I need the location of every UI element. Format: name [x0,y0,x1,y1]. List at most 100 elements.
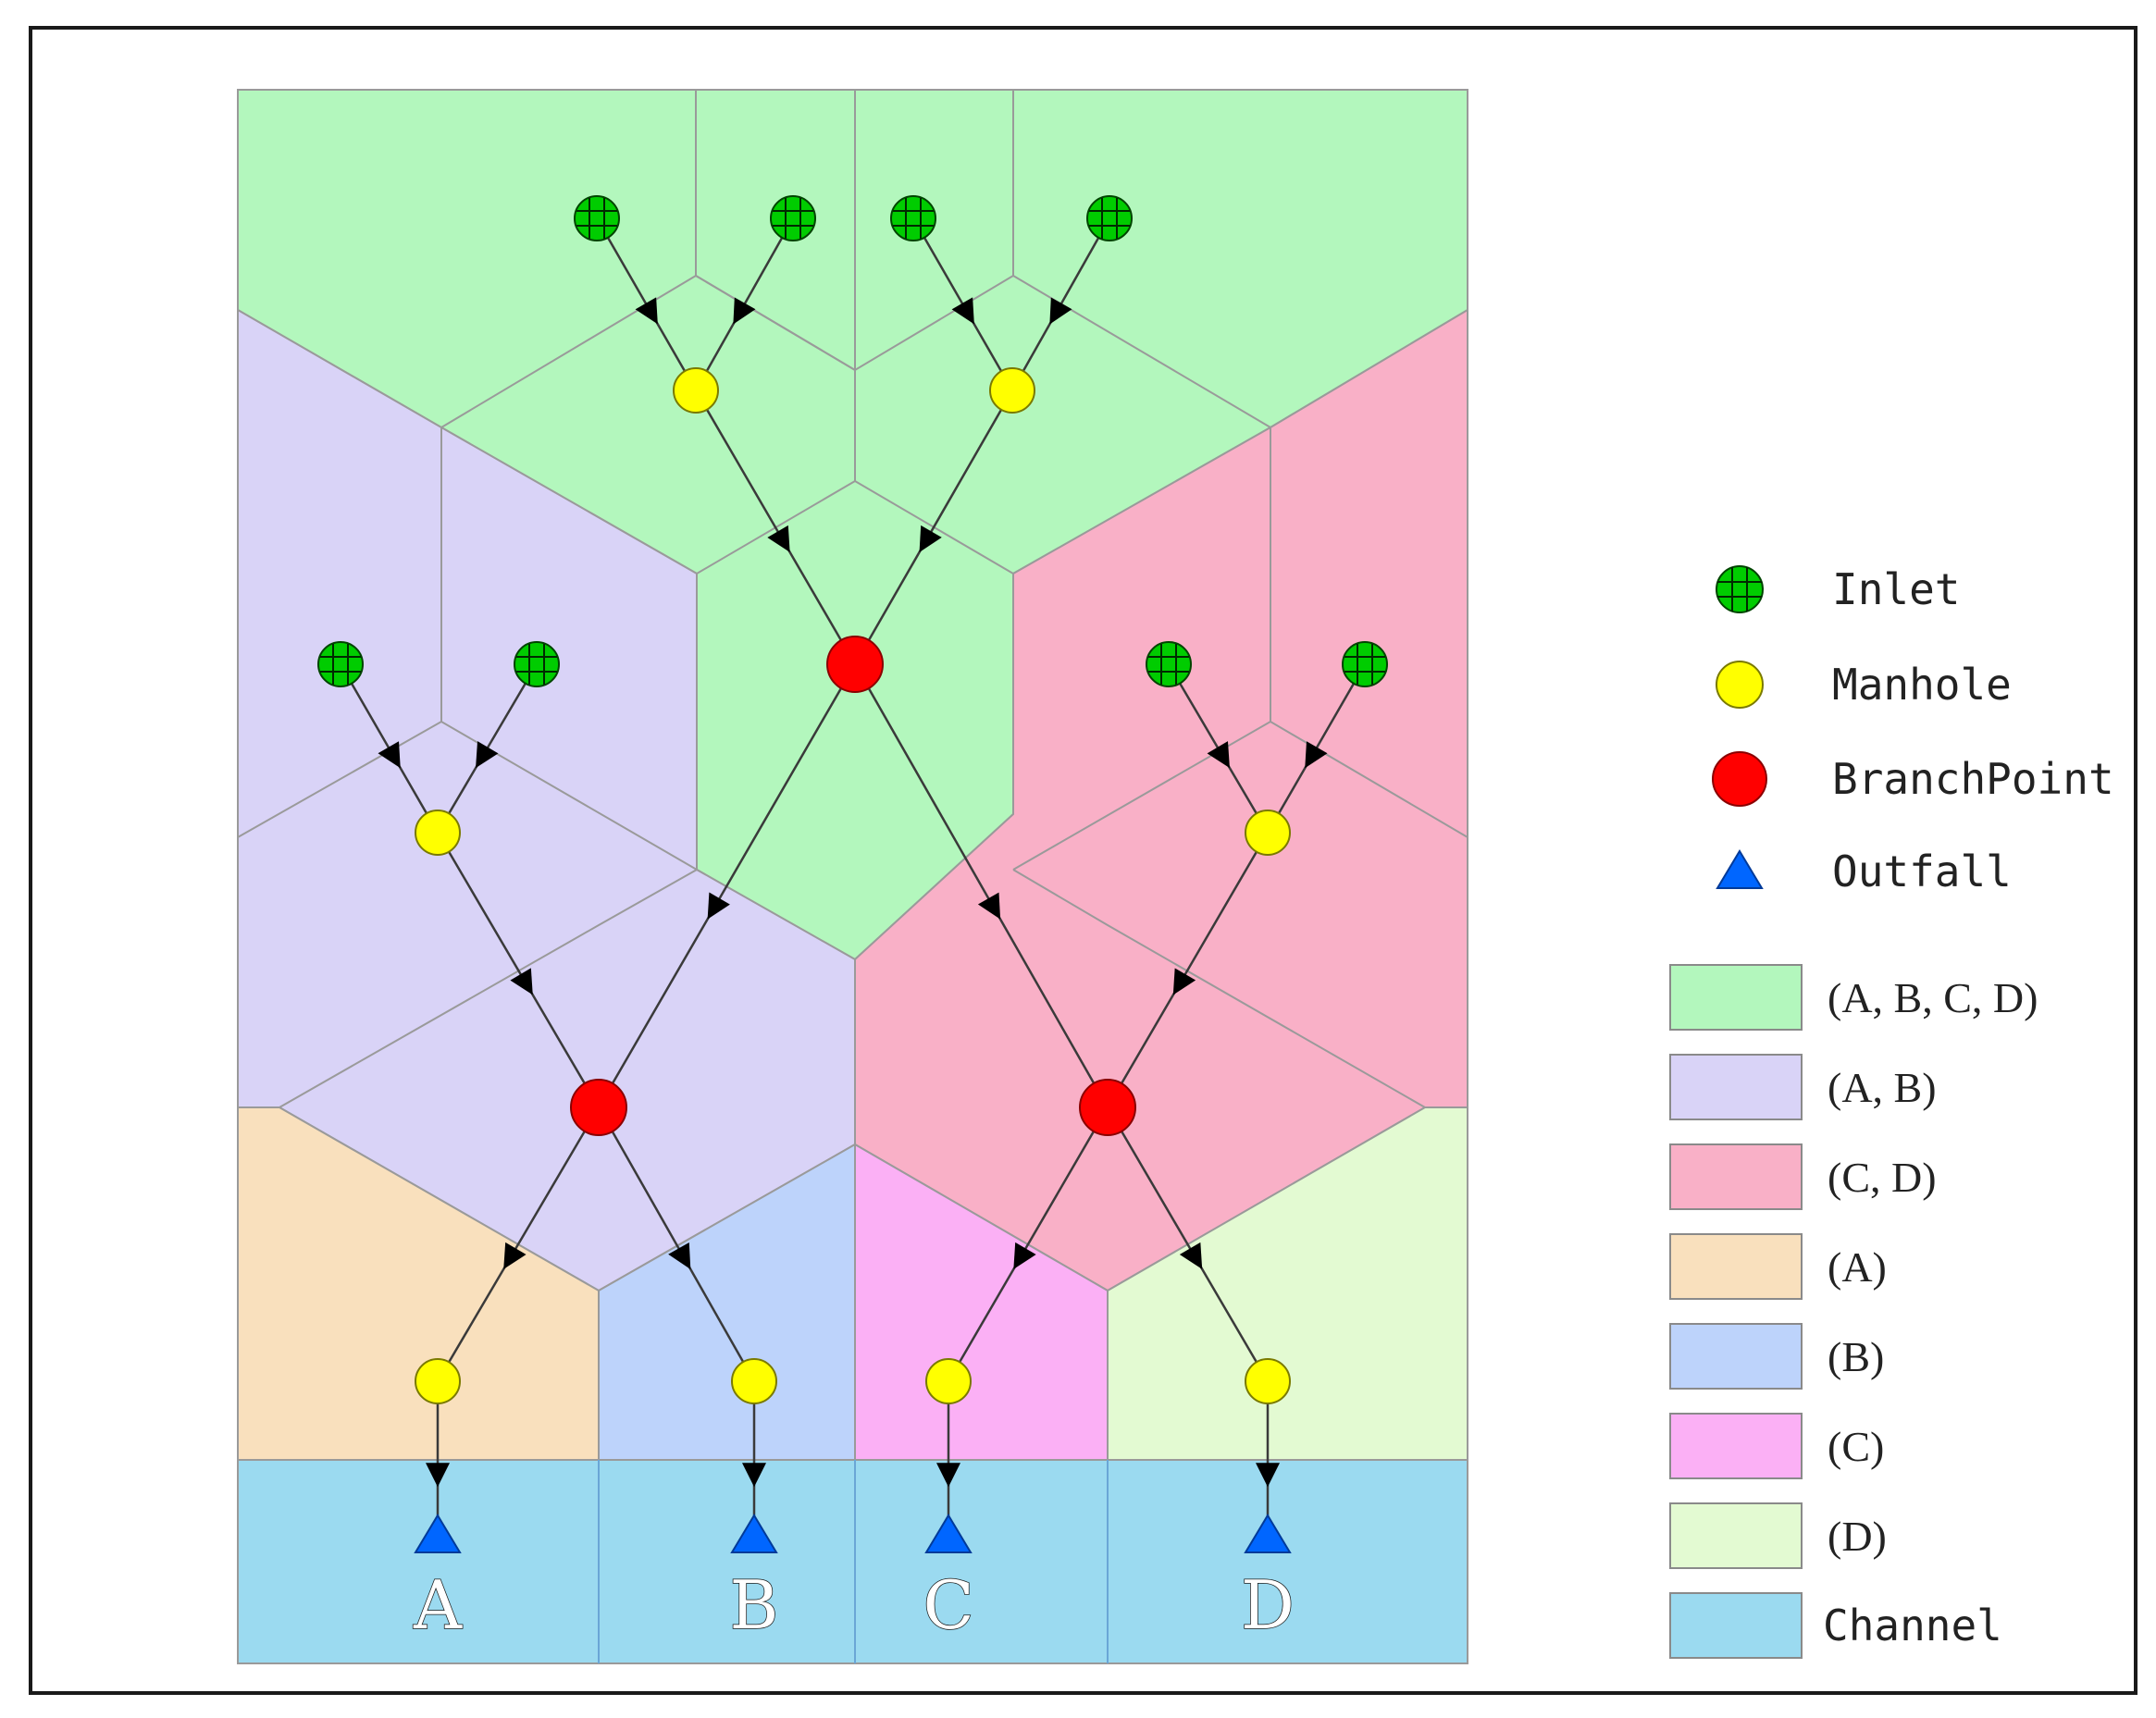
flow-arrow-icon [668,1242,691,1269]
catchment-zones [237,89,1468,1664]
legend-row-c: (C) [1669,1413,1884,1479]
pipe-network [339,217,1367,1536]
flow-arrow-icon [378,741,401,769]
legend-label-manhole: Manhole [1832,660,2012,710]
legend-row-ab: (A, B) [1669,1054,1937,1120]
legend-label-abcd: (A, B, C, D) [1828,974,2038,1021]
legend-label-branch-point: BranchPoint [1832,754,2114,804]
flow-arrow-icon [733,297,756,325]
pipe-segment [597,1106,756,1382]
legend-label-channel: Channel [1823,1601,2002,1650]
legend-regions: (A, B, C, D) (A, B) (C, D) (A) (B) (C) (D) Chan… [1669,964,2038,1659]
flow-arrow-icon [1049,297,1072,325]
pipe-segment [436,832,601,1108]
legend-row-branch-point: BranchPoint [1712,751,2114,807]
pipe-segment [694,389,857,665]
legend-swatch-ab [1669,1054,1803,1120]
branch-point-icon [1079,1079,1136,1136]
flow-arrow-icon [707,892,730,920]
outfall-icon [414,1514,462,1553]
inlet-icon [514,641,560,687]
legend-row-inlet: Inlet [1716,564,1960,614]
flow-arrow-icon [767,525,790,552]
manhole-icon [731,1358,777,1404]
flow-arrow-icon [1305,741,1328,769]
legend-label-a: (A) [1828,1243,1887,1291]
flow-arrow-icon [635,297,658,325]
legend: Inlet Manhole BranchPoint Outfall (A, B,… [1669,564,2114,1659]
flow-arrow-icon [951,297,974,325]
legend-swatch-a [1669,1233,1803,1300]
flow-arrow-icon [1013,1242,1036,1269]
outfall-icon [924,1514,973,1553]
inlet-icon [890,195,936,241]
legend-swatch-cd [1669,1143,1803,1210]
branch-point-icon [826,636,884,693]
zone-channel [237,1459,1468,1664]
legend-swatch-abcd [1669,964,1803,1031]
manhole-icon [1245,1358,1291,1404]
flow-arrow-icon [1207,741,1230,769]
flow-arrow-icon [426,1463,450,1488]
legend-row-a: (A) [1669,1233,1887,1300]
outfall-icon [1244,1514,1292,1553]
outfall-label-b: B [730,1566,779,1644]
pipe-segment [597,663,857,1108]
outfall-label-d: D [1241,1566,1295,1644]
flow-arrow-icon [1172,968,1196,995]
inlet-icon [1342,641,1388,687]
outfall-labels: A B C D [412,1565,1295,1645]
pipe-segment [1106,1106,1270,1382]
legend-label-ab: (A, B) [1828,1064,1937,1111]
flow-arrow-icon [1256,1463,1280,1488]
legend-label-b: (B) [1828,1333,1884,1380]
legend-swatch-channel [1669,1592,1803,1659]
inlet-icon [1716,565,1764,613]
legend-row-abcd: (A, B, C, D) [1669,964,2038,1031]
outfall-icon [730,1514,778,1553]
pipe-segment [436,1106,601,1382]
pipe-segment [1106,832,1270,1108]
legend-label-outfall: Outfall [1832,847,2012,896]
manhole-icon [925,1358,972,1404]
inlet-icon [1146,641,1192,687]
flow-arrows [378,297,1328,1488]
flow-arrow-icon [742,1463,766,1488]
legend-swatch-b [1669,1323,1803,1390]
legend-label-c: (C) [1828,1423,1884,1470]
network-nodes [317,195,1388,1553]
outfall-label-a: A [413,1566,463,1644]
legend-label-inlet: Inlet [1832,564,1960,614]
flow-arrow-icon [476,741,499,769]
branch-point-icon [1712,751,1767,807]
inlet-icon [574,195,620,241]
flow-arrow-icon [977,892,1001,920]
inlet-icon [1086,195,1133,241]
manhole-icon [1245,810,1291,856]
pipe-segment [853,663,1109,1108]
manhole-icon [415,1358,461,1404]
legend-row-d: (D) [1669,1502,1887,1569]
legend-swatch-c [1669,1413,1803,1479]
inlet-icon [770,195,816,241]
flow-arrow-icon [1179,1242,1203,1269]
flow-arrow-icon [510,968,533,995]
outfall-icon [1716,849,1764,889]
flow-arrow-icon [503,1242,527,1269]
pipe-segment [853,389,1014,665]
legend-row-channel: Channel [1669,1592,2002,1659]
legend-label-d: (D) [1828,1513,1887,1560]
inlet-icon [317,641,364,687]
legend-row-outfall: Outfall [1716,847,2012,896]
flow-arrow-icon [936,1463,960,1488]
zone-d [1107,1106,1468,1461]
flow-arrow-icon [919,525,942,552]
manhole-icon [673,367,719,414]
legend-row-b: (B) [1669,1323,1884,1390]
pipe-segment [947,1106,1109,1382]
outfall-label-c: C [923,1566,973,1644]
manhole-icon [415,810,461,856]
legend-label-cd: (C, D) [1828,1154,1937,1201]
manhole-icon [1716,661,1764,709]
